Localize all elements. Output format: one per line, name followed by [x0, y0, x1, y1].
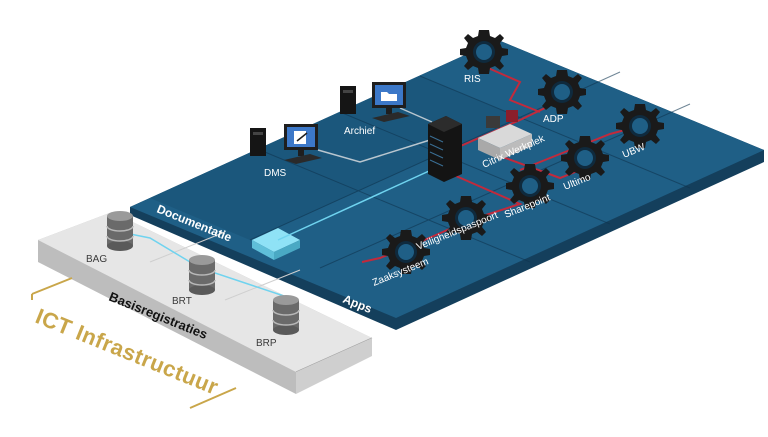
registry-label-brt: BRT — [172, 296, 192, 307]
server-rack-icon — [428, 116, 462, 182]
monitor-icon — [486, 116, 500, 128]
workstation-dms: DMS — [250, 124, 322, 179]
data-bridge — [252, 228, 300, 260]
infrastructure-bracket — [31, 277, 237, 409]
gear-icon[interactable] — [616, 104, 664, 148]
app-label-ris: RIS — [464, 74, 481, 85]
folder-icon — [381, 92, 397, 101]
database-icon — [106, 210, 134, 252]
database-icon — [272, 294, 300, 336]
gear-icon[interactable] — [538, 70, 586, 114]
registry-label-brp: BRP — [256, 338, 277, 349]
documentatie-zone — [150, 76, 520, 240]
monitor-icon — [506, 110, 518, 122]
database-icon — [188, 254, 216, 296]
gear-icon[interactable] — [460, 30, 508, 74]
app-label-adp: ADP — [543, 114, 564, 125]
workstation-archief: Archief — [340, 82, 410, 137]
registry-label-bag: BAG — [86, 254, 107, 265]
workstation-label-archief: Archief — [344, 126, 375, 137]
workstation-label-dms: DMS — [264, 168, 287, 179]
